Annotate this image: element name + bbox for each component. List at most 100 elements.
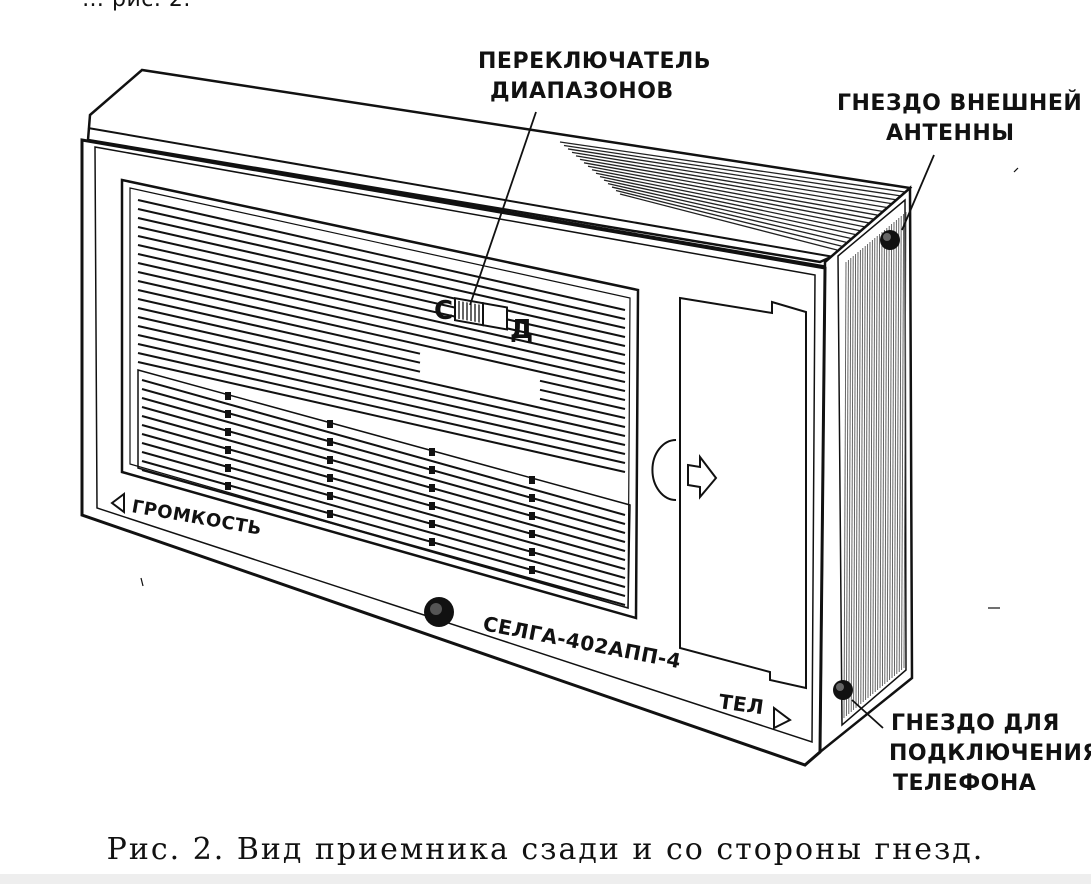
top-vent-line	[607, 182, 851, 240]
volume-knob[interactable]	[424, 597, 454, 627]
grille-slat-lower	[141, 424, 626, 561]
grille-post	[429, 538, 435, 546]
top-vent-line	[583, 162, 878, 216]
callout-band-switch-line1: ПЕРЕКЛЮЧАТЕЛЬ	[478, 49, 711, 74]
side-texture-line	[869, 239, 873, 697]
switch-label-long: Д	[510, 315, 534, 345]
grille-post	[529, 566, 535, 574]
grille-post	[327, 474, 333, 482]
speaker-grille	[120, 178, 640, 620]
grille-post	[529, 476, 535, 484]
cover-arrow-icon	[687, 454, 718, 500]
side-texture-line	[879, 231, 883, 689]
grille-post	[327, 492, 333, 500]
top-vent-line	[571, 151, 892, 205]
top-vent-line	[611, 186, 847, 243]
phone-jack[interactable]	[833, 680, 853, 700]
side-texture-line	[872, 237, 876, 695]
grille-slat	[137, 307, 421, 373]
top-vent-line	[587, 165, 874, 220]
grille-slat-lower	[141, 433, 626, 570]
grille-post	[429, 520, 435, 528]
top-vent-line	[599, 176, 860, 232]
radio-top-face	[86, 68, 913, 269]
grille-slat	[137, 325, 626, 437]
top-vent-line	[603, 179, 856, 236]
grille-post	[225, 482, 231, 490]
grille-post	[327, 420, 333, 428]
top-text-fragment: … рис. 2.	[82, 0, 191, 12]
grille-slat-lower	[141, 397, 626, 534]
grille-post	[429, 484, 435, 492]
figure-caption: Рис. 2. Вид приемника сзади и со стороны…	[106, 832, 985, 867]
side-texture-line	[877, 233, 881, 691]
top-vent-line	[595, 172, 865, 228]
scan-marks	[140, 167, 1019, 609]
grille-post	[225, 428, 231, 436]
top-vent-line	[575, 155, 887, 209]
grille-post	[327, 456, 333, 464]
side-texture-line	[884, 227, 888, 685]
battery-cover	[651, 296, 807, 690]
grille-slat	[137, 316, 626, 428]
grille-slat	[137, 334, 626, 446]
grille-slat	[137, 352, 626, 464]
grille-post	[429, 448, 435, 456]
grille-post	[529, 548, 535, 556]
grille-slat	[137, 199, 626, 311]
switch-label-short: С	[434, 296, 454, 326]
grille-post	[529, 530, 535, 538]
grille-slat	[137, 280, 626, 392]
side-texture-line	[867, 241, 871, 699]
top-vent-line	[615, 189, 842, 247]
grille-slat-lower	[141, 469, 626, 606]
grille-slat	[137, 208, 626, 320]
grille-slat	[539, 397, 626, 419]
side-texture-line	[901, 213, 905, 671]
side-texture-line	[881, 229, 885, 687]
side-texture-line	[886, 225, 890, 683]
side-texture-line	[843, 261, 847, 719]
phone-arrow-icon	[773, 706, 792, 730]
grille-slat-lower	[141, 388, 626, 525]
side-texture-line	[898, 215, 902, 673]
callout-antenna-line2: АНТЕННЫ	[886, 121, 1015, 146]
grille-slat-lower	[141, 379, 626, 516]
grille-slat-lower	[141, 442, 626, 579]
side-texture-line	[853, 253, 857, 711]
grille-post	[225, 446, 231, 454]
side-texture-line	[857, 249, 861, 707]
side-texture-line	[845, 259, 849, 717]
grille-slat	[137, 271, 626, 383]
volume-arrow-icon	[110, 492, 125, 514]
grille-post	[429, 502, 435, 510]
grille-post	[225, 464, 231, 472]
callout-band-switch: ПЕРЕКЛЮЧАТЕЛЬ ДИАПАЗОНОВ	[478, 49, 711, 104]
grille-slat	[137, 253, 626, 365]
callout-phone-line2: ПОДКЛЮЧЕНИЯ	[889, 741, 1091, 766]
side-texture-line	[848, 257, 852, 715]
side-texture-line	[874, 235, 878, 693]
antenna-jack[interactable]	[880, 230, 900, 250]
callout-band-switch-line2: ДИАПАЗОНОВ	[490, 79, 674, 104]
page-bottom-band	[0, 874, 1091, 884]
top-vent-line	[591, 169, 869, 224]
side-texture-line	[850, 255, 854, 713]
callout-phone-line3: ТЕЛЕФОНА	[893, 771, 1036, 796]
grille-slat-lower	[141, 451, 626, 588]
grille-slat	[137, 217, 626, 329]
callout-antenna-jack: ГНЕЗДО ВНЕШНЕЙ АНТЕННЫ	[837, 90, 1082, 146]
band-switch[interactable]: С Д	[434, 296, 534, 345]
side-texture-line	[891, 221, 895, 679]
grille-post	[225, 392, 231, 400]
grille-slat	[137, 244, 626, 356]
grille-slat	[137, 262, 626, 374]
side-texture-line	[903, 211, 907, 669]
top-vent-line	[567, 148, 897, 201]
grille-post	[529, 494, 535, 502]
grille-post	[429, 466, 435, 474]
grille-post	[327, 510, 333, 518]
grille-slat-lower	[141, 415, 626, 552]
grille-slat	[137, 226, 626, 338]
